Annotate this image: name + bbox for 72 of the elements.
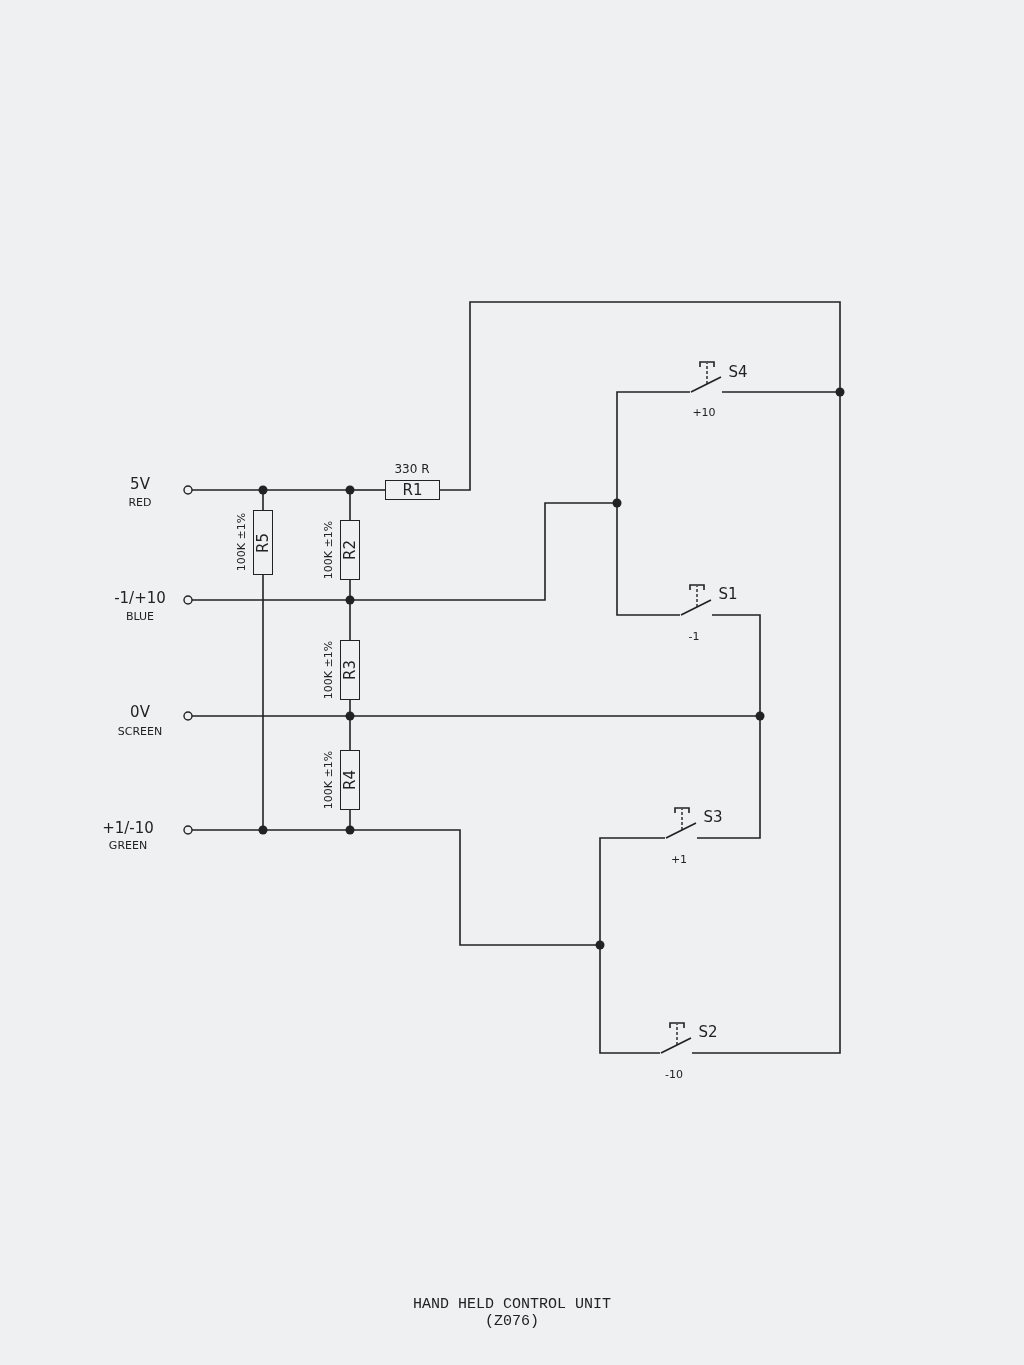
- pin-label: 5V: [130, 476, 150, 492]
- wire: [599, 837, 666, 942]
- junction-dot: [345, 711, 355, 721]
- value-label: 330 R: [394, 463, 430, 475]
- terminal-circle: [183, 595, 193, 605]
- junction-dot: [612, 498, 622, 508]
- wire: [353, 489, 386, 491]
- wire: [711, 614, 761, 713]
- resistor-symbol: R3: [340, 640, 360, 700]
- component-label: S3: [703, 809, 723, 825]
- pin-label: 0V: [130, 704, 150, 720]
- wire: [353, 829, 597, 946]
- push-button-switch-symbol: [660, 1022, 692, 1054]
- component-label: S2: [698, 1024, 718, 1040]
- terminal-circle: [183, 711, 193, 721]
- pin-label: +1/-10: [102, 820, 154, 836]
- wire: [721, 391, 837, 393]
- wire: [349, 719, 351, 751]
- wire: [696, 719, 761, 839]
- wire: [262, 574, 264, 827]
- value-label: 100K ±1%: [322, 520, 334, 580]
- component-label: S4: [728, 364, 748, 380]
- wire: [191, 715, 347, 717]
- junction-dot: [345, 485, 355, 495]
- switch-value-label: +1: [670, 853, 688, 865]
- pin-label: -1/+10: [114, 590, 166, 606]
- value-label: 100K ±1%: [235, 512, 247, 572]
- wire: [691, 395, 841, 1054]
- wire-color-label: BLUE: [125, 610, 155, 622]
- wire: [616, 391, 691, 500]
- wire: [599, 948, 661, 1054]
- junction-dot: [258, 485, 268, 495]
- switch-value-label: -1: [688, 630, 700, 642]
- wire: [353, 502, 614, 601]
- junction-dot: [755, 711, 765, 721]
- wire: [191, 489, 260, 491]
- caption: HAND HELD CONTROL UNIT (Z076): [411, 1296, 612, 1330]
- wire: [439, 301, 841, 491]
- value-label: 100K ±1%: [322, 640, 334, 700]
- wire: [616, 506, 681, 616]
- resistor-symbol: R5: [253, 510, 273, 575]
- terminal-circle: [183, 825, 193, 835]
- wire: [191, 829, 260, 831]
- wire: [191, 599, 347, 601]
- wire-color-label: GREEN: [108, 839, 148, 851]
- wire: [349, 809, 351, 827]
- wire: [262, 493, 264, 511]
- resistor-symbol: R2: [340, 520, 360, 580]
- wire: [349, 603, 351, 641]
- junction-dot: [258, 825, 268, 835]
- switch-value-label: -10: [665, 1068, 683, 1080]
- push-button-switch-symbol: [690, 361, 722, 393]
- switch-value-label: +10: [692, 406, 716, 418]
- resistor-symbol: R1: [385, 480, 440, 500]
- resistor-symbol: R4: [340, 750, 360, 810]
- wire: [353, 715, 757, 717]
- component-label: S1: [718, 586, 738, 602]
- junction-dot: [345, 825, 355, 835]
- push-button-switch-symbol: [680, 584, 712, 616]
- push-button-switch-symbol: [665, 807, 697, 839]
- junction-dot: [345, 595, 355, 605]
- wire: [349, 579, 351, 597]
- junction-dot: [595, 940, 605, 950]
- wire-color-label: RED: [128, 496, 152, 508]
- value-label: 100K ±1%: [322, 750, 334, 810]
- wire: [266, 489, 347, 491]
- wire: [266, 829, 347, 831]
- wire: [349, 699, 351, 713]
- terminal-circle: [183, 485, 193, 495]
- junction-dot: [835, 387, 845, 397]
- wire-color-label: SCREEN: [117, 725, 163, 737]
- wire: [349, 493, 351, 521]
